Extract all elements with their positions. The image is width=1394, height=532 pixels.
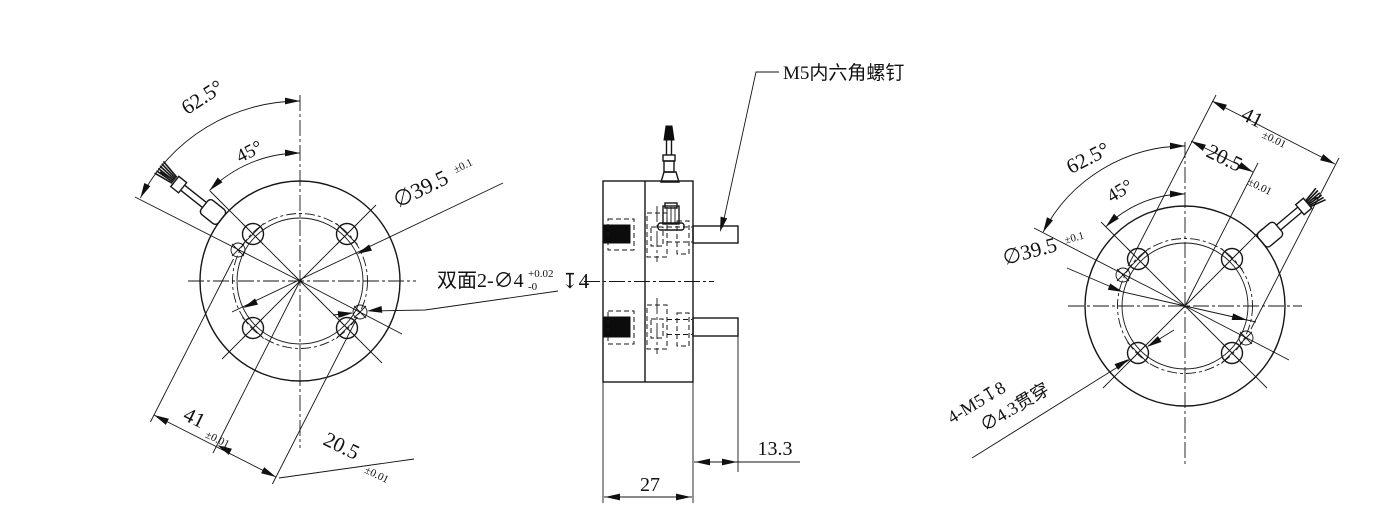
- bolt-hole: [241, 222, 265, 246]
- lower-tab: [692, 317, 739, 337]
- angle-45-label: 45°: [1103, 175, 1137, 207]
- pin-hole-note: 双面2-∅4 +0.02 -0 ↧4: [437, 268, 590, 293]
- bolt-hole: [241, 316, 265, 340]
- diameter-tolerance: ±0.1: [452, 156, 475, 175]
- dim-20-5-value: 20.5: [320, 427, 364, 465]
- bolt-hole: [1220, 247, 1244, 271]
- pin-tol-upper: +0.02: [528, 268, 553, 280]
- diameter-value: ∅39.5: [389, 165, 452, 213]
- dim-41-tolerance: ±0.01: [1260, 129, 1288, 151]
- hidden-counterbore: [646, 298, 692, 354]
- bolt-hole: [335, 222, 359, 246]
- pin-note-text: 双面2-∅4: [437, 270, 524, 292]
- pin-hole: [230, 242, 246, 258]
- dim-41-label: 41 ±0.01: [1238, 102, 1288, 151]
- bolt-hole: [1126, 247, 1150, 271]
- front-view: 62.5° 45° ∅39.5 ±0.1 双面2-∅4 +0.02 -0 ↧4 …: [134, 75, 590, 486]
- angle-62-5-label: 62.5°: [1062, 137, 1113, 179]
- dim-20-5-value: 20.5: [1203, 139, 1247, 177]
- bolt-hole: [335, 316, 359, 340]
- frayed-wire-icon: [154, 160, 178, 184]
- dim-41-label: 41 ±0.01: [180, 402, 231, 451]
- diameter-39-5-label: ∅39.5 ±0.1: [389, 156, 475, 213]
- cable-connector: [154, 160, 227, 225]
- m5-screw: [657, 202, 685, 231]
- pin-hole: [1238, 330, 1254, 346]
- dim-20-5-tolerance: ±0.01: [363, 464, 391, 486]
- diameter-value: ∅39.5: [1000, 232, 1059, 269]
- bolt-hole: [1126, 341, 1150, 365]
- bolt-hole: [1220, 341, 1244, 365]
- side-view: M5内六角螺钉 13.3 27: [584, 62, 904, 503]
- upper-tab: [692, 225, 739, 244]
- diameter-tolerance: ±0.1: [1063, 230, 1085, 247]
- threaded-insert: [603, 224, 631, 244]
- dim-20-5-tolerance: ±0.01: [1246, 176, 1274, 198]
- pin-hole: [352, 304, 368, 320]
- screw-label: M5内六角螺钉: [783, 62, 904, 84]
- dim-41-value: 41: [1238, 102, 1267, 133]
- cable-connector: [660, 125, 680, 183]
- angle-62-5-label: 62.5°: [177, 75, 228, 120]
- threaded-insert: [603, 316, 631, 338]
- dim-20-5-label: 20.5 ±0.01: [320, 427, 391, 486]
- pin-hole: [1115, 267, 1131, 283]
- dim-41-value: 41: [180, 402, 209, 433]
- hidden-counterbore: [646, 206, 692, 262]
- pin-depth-symbol: ↧4: [561, 269, 590, 293]
- cable-connector: [1256, 187, 1326, 248]
- back-view: 62.5° 45° ∅39.5 ±0.1 41 ±0.01 20.5 ±0.01…: [944, 94, 1340, 465]
- pin-tol-lower: -0: [528, 281, 538, 293]
- frayed-wire-icon: [1305, 187, 1326, 208]
- dim-13-3-label: 13.3: [758, 438, 793, 460]
- dim-27-label: 27: [640, 474, 660, 496]
- angle-45-label: 45°: [233, 137, 266, 168]
